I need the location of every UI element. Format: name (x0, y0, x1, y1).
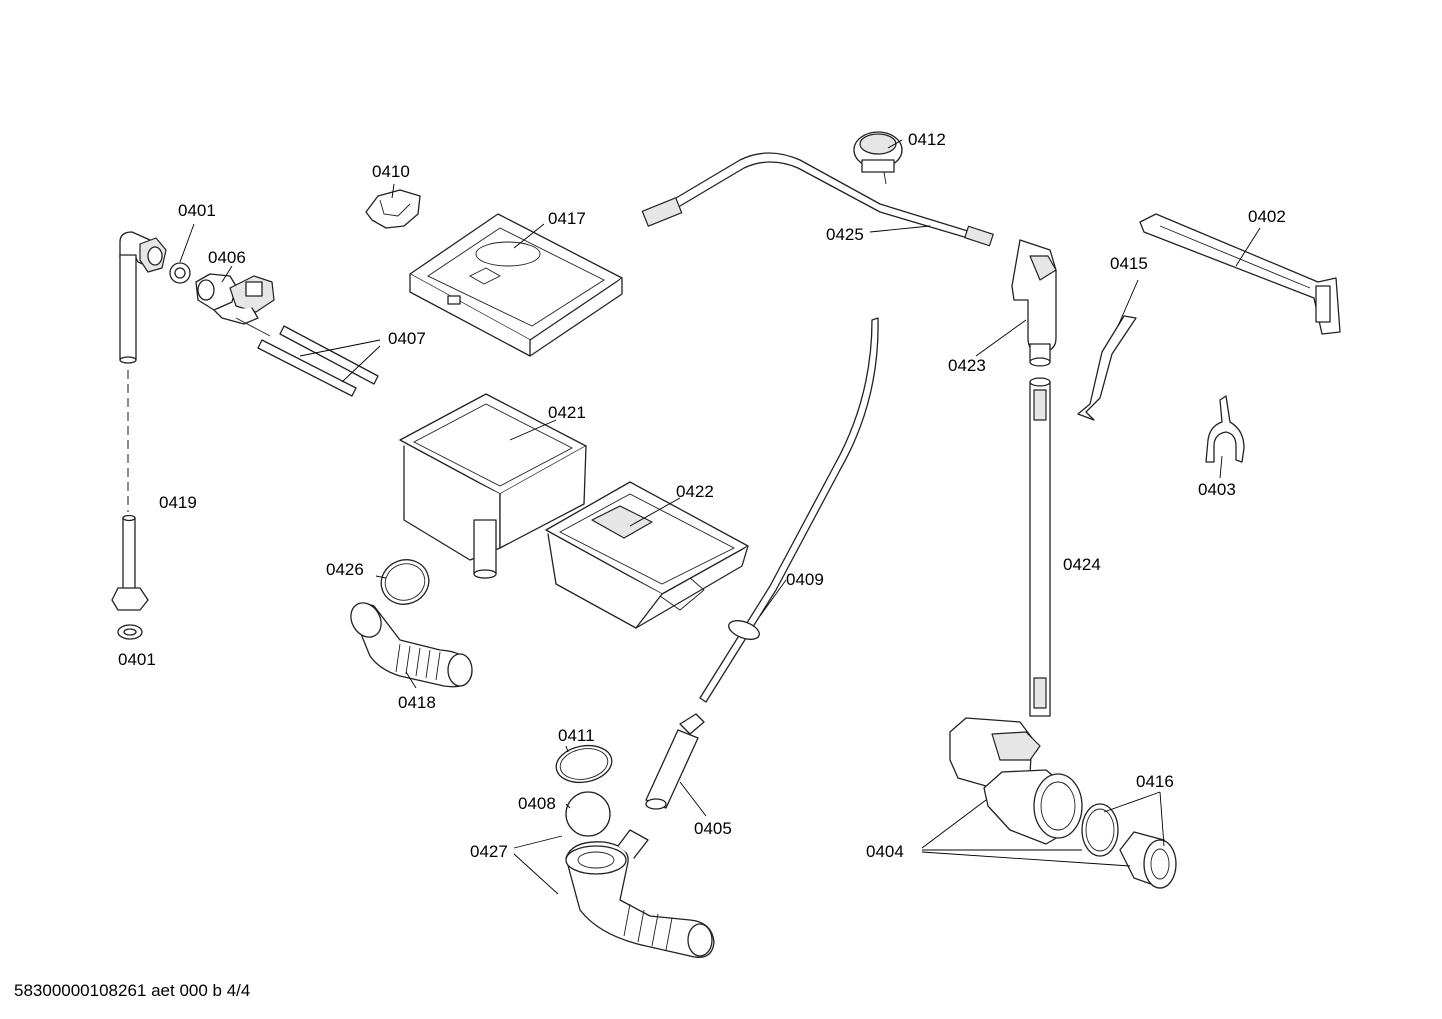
part-0410-clip (365, 189, 421, 229)
leader-lines (179, 139, 1261, 895)
label-0421: 0421 (548, 403, 586, 422)
part-0422-detergent-drawer (545, 481, 749, 629)
part-0401-washer-top (169, 262, 191, 284)
label-0424: 0424 (1063, 555, 1101, 574)
part-0417-tray-cover (409, 213, 623, 357)
label-0418: 0418 (398, 693, 436, 712)
label-0405: 0405 (694, 819, 732, 838)
part-0421-dispenser-housing (399, 393, 587, 579)
part-0404-drain-pump (949, 717, 1083, 845)
part-0408-ball (565, 791, 611, 837)
label-0406: 0406 (208, 248, 246, 267)
label-0410: 0410 (372, 162, 410, 181)
part-0418-hose (350, 602, 473, 688)
part-0402-rail (1139, 213, 1341, 335)
part-0419-pipe (111, 514, 149, 611)
part-0407-tubes (257, 325, 379, 397)
label-0423: 0423 (948, 356, 986, 375)
label-0412: 0412 (908, 130, 946, 149)
label-0401-bottom: 0401 (118, 650, 156, 669)
part-0416-seal (1081, 803, 1119, 857)
part-0406-valve (195, 273, 275, 337)
label-0417: 0417 (548, 209, 586, 228)
part-0401-washer-bottom (117, 624, 143, 640)
label-0407: 0407 (388, 329, 426, 348)
part-0426-seal-ring (380, 559, 430, 605)
part-0401-elbow (119, 231, 167, 364)
part-0405-sensor (645, 713, 705, 810)
label-0416: 0416 (1136, 772, 1174, 791)
part-labels: 0401 0406 0407 0410 0417 0421 0422 0419 … (118, 130, 1286, 861)
label-0419: 0419 (159, 493, 197, 512)
label-0403: 0403 (1198, 480, 1236, 499)
part-0427-sump-hose (565, 829, 715, 959)
part-0403-clip (1205, 395, 1245, 463)
part-0424-hose (1029, 377, 1051, 717)
label-0402: 0402 (1248, 207, 1286, 226)
label-0427: 0427 (470, 842, 508, 861)
part-0425-hose (641, 152, 994, 247)
label-0411: 0411 (558, 726, 595, 745)
label-0404: 0404 (866, 842, 904, 861)
label-0425: 0425 (826, 225, 864, 244)
label-0409: 0409 (786, 570, 824, 589)
part-0423-pump-top (1011, 239, 1057, 367)
part-0416-filter (1119, 831, 1177, 889)
label-0426: 0426 (326, 560, 364, 579)
document-reference: 58300000108261 aet 000 b 4/4 (14, 981, 250, 1000)
part-0411-ring (555, 744, 613, 784)
label-0401-top: 0401 (178, 201, 216, 220)
label-0415: 0415 (1110, 254, 1148, 273)
part-0415-bracket (1077, 315, 1137, 421)
part-0409-tube (699, 317, 879, 703)
part-0412-pressure-switch (853, 131, 903, 185)
label-0408: 0408 (518, 794, 556, 813)
label-0422: 0422 (676, 482, 714, 501)
